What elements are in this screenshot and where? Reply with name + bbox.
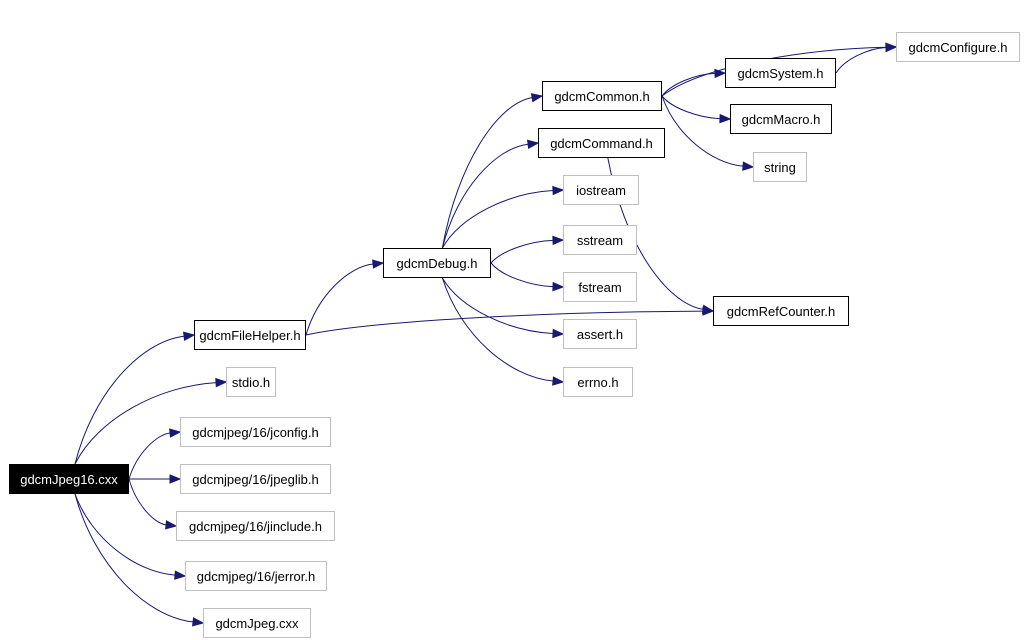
node-jerror-h: gdcmjpeg/16/jerror.h xyxy=(185,561,327,591)
node-gdcmmacro-h[interactable]: gdcmMacro.h xyxy=(730,104,832,134)
node-gdcmcommon-h[interactable]: gdcmCommon.h xyxy=(542,81,662,111)
node-sstream: sstream xyxy=(563,225,637,255)
edge-gdcmdebug-h-to-fstream xyxy=(490,262,554,288)
edge-arrowhead xyxy=(183,331,196,341)
edge-gdcmdebug-h-to-gdcmcommon-h xyxy=(441,97,533,249)
edge-arrowhead xyxy=(701,304,715,315)
edge-arrowhead xyxy=(714,68,727,79)
node-fstream: fstream xyxy=(563,272,637,302)
node-jinclude-h: gdcmjpeg/16/jinclude.h xyxy=(176,511,335,541)
node-gdcmsystem-h[interactable]: gdcmSystem.h xyxy=(725,58,836,88)
node-jpeglib-h: gdcmjpeg/16/jpeglib.h xyxy=(180,464,331,494)
edge-gdcmjpeg16-cxx-to-jconfig-h xyxy=(128,432,171,480)
edge-arrowhead xyxy=(165,520,178,530)
edge-gdcmfilehelper-h-to-gdcmdebug-h xyxy=(305,263,374,336)
node-gdcmjpeg16-cxx: gdcmJpeg16.cxx xyxy=(9,464,129,494)
edge-gdcmjpeg16-cxx-to-gdcmjpeg-cxx xyxy=(74,493,194,623)
edge-gdcmcommon-h-to-string xyxy=(661,95,744,167)
edge-arrowhead xyxy=(885,42,898,53)
edge-gdcmcommon-h-to-gdcmsystem-h xyxy=(661,72,716,97)
edge-gdcmjpeg16-cxx-to-stdio-h xyxy=(74,382,217,465)
edge-gdcmsystem-h-to-gdcmconfigure-h xyxy=(835,46,887,74)
node-gdcmrefcounter-h[interactable]: gdcmRefCounter.h xyxy=(713,296,849,326)
node-gdcmdebug-h[interactable]: gdcmDebug.h xyxy=(383,248,491,278)
edge-gdcmdebug-h-to-iostream xyxy=(441,190,554,249)
edge-arrowhead xyxy=(742,161,755,171)
edge-arrowhead xyxy=(192,617,205,627)
node-stdio-h: stdio.h xyxy=(226,367,276,397)
edge-gdcmdebug-h-to-sstream xyxy=(490,239,554,264)
node-gdcmfilehelper-h[interactable]: gdcmFileHelper.h xyxy=(194,320,306,350)
edge-arrowhead xyxy=(552,376,565,386)
edge-arrowhead xyxy=(530,93,544,103)
edge-gdcmdebug-h-to-assert-h xyxy=(441,277,554,334)
edge-arrowhead xyxy=(169,474,182,484)
edge-gdcmjpeg16-cxx-to-gdcmfilehelper-h xyxy=(74,335,185,465)
edge-gdcmcommon-h-to-gdcmmacro-h xyxy=(661,95,721,120)
edge-arrowhead xyxy=(552,281,565,292)
edge-gdcmdebug-h-to-gdcmcommand-h xyxy=(441,143,529,249)
node-gdcmcommand-h[interactable]: gdcmCommand.h xyxy=(538,128,665,158)
edge-arrowhead xyxy=(552,185,565,196)
node-gdcmjpeg-cxx: gdcmJpeg.cxx xyxy=(203,608,311,638)
node-iostream: iostream xyxy=(563,175,639,205)
node-gdcmconfigure-h: gdcmConfigure.h xyxy=(896,32,1020,62)
node-errno-h: errno.h xyxy=(563,367,633,397)
edge-arrowhead xyxy=(552,328,565,339)
edge-arrowhead xyxy=(372,259,385,269)
edge-arrowhead xyxy=(169,428,182,438)
edge-arrowhead xyxy=(215,377,228,388)
node-jconfig-h: gdcmjpeg/16/jconfig.h xyxy=(180,417,331,447)
edge-gdcmdebug-h-to-errno-h xyxy=(441,277,554,382)
edge-arrowhead xyxy=(719,113,732,124)
edge-arrowhead xyxy=(174,570,187,580)
node-assert-h: assert.h xyxy=(563,319,637,349)
edge-gdcmjpeg16-cxx-to-jinclude-h xyxy=(128,478,167,526)
edge-gdcmfilehelper-h-to-gdcmrefcounter-h xyxy=(305,310,704,336)
edge-arrowhead xyxy=(552,235,565,246)
edge-arrowhead xyxy=(527,139,540,149)
edge-gdcmjpeg16-cxx-to-jerror-h xyxy=(74,493,176,576)
node-string: string xyxy=(753,152,807,182)
